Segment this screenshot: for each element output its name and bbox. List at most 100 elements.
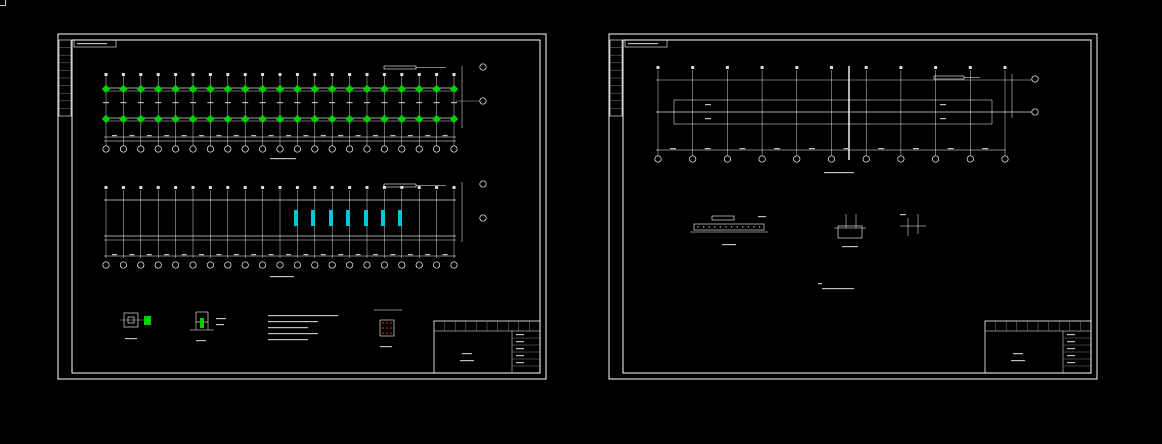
rebar-dot <box>386 322 388 324</box>
annotation-text-stroke <box>843 148 850 150</box>
rebar-dot <box>758 226 761 228</box>
foundation-plan-2 <box>102 180 487 278</box>
grid-axis-bubble <box>827 155 836 163</box>
annotation-text-stroke <box>398 102 405 104</box>
annotation-text-stroke <box>425 135 431 137</box>
rebar-dot <box>382 322 384 324</box>
grid-axis-bubble <box>723 155 731 163</box>
axis-tag <box>691 66 695 69</box>
axis-tag <box>156 186 160 189</box>
annotation-text-stroke <box>442 254 448 256</box>
grid-axis-bubble <box>119 261 127 269</box>
drawing-sheet-2[interactable] <box>608 33 1098 380</box>
axis-tag <box>656 66 660 69</box>
grid-axis-bubble <box>966 155 974 163</box>
column-footing <box>397 114 407 124</box>
rebar-dot <box>697 226 699 228</box>
grid-axis-bubble <box>479 180 487 188</box>
column-footing <box>345 114 354 124</box>
grid-axis-bubble <box>241 145 249 153</box>
axis-tag <box>968 66 972 69</box>
grid-axis-bubble <box>224 261 232 269</box>
grid-axis-bubble <box>119 145 127 153</box>
annotation-text-stroke <box>103 102 109 104</box>
axis-tag <box>261 186 265 189</box>
grid-axis-bubble <box>479 214 487 222</box>
sheet-tag-box <box>73 39 117 48</box>
annotation-text-stroke <box>251 254 257 256</box>
opening-marker <box>381 210 385 226</box>
annotation-text-stroke <box>329 102 336 104</box>
annotation-text-stroke <box>216 135 222 137</box>
column-footing <box>275 114 285 124</box>
axis-tag <box>295 186 299 189</box>
annotation-text-stroke <box>774 148 781 150</box>
axis-tag <box>208 73 212 76</box>
column-footing <box>171 114 180 124</box>
axis-tag <box>417 186 421 189</box>
annotation-text-stroke <box>224 102 231 104</box>
annotation-text-stroke <box>407 135 413 137</box>
grid-axis-bubble <box>206 145 214 153</box>
axis-tag <box>934 66 938 69</box>
column-footing <box>380 114 389 124</box>
annotation-text-stroke <box>1067 355 1075 357</box>
rebar-dot <box>730 226 733 228</box>
annotation-text-stroke <box>112 254 117 256</box>
grid-axis-bubble <box>311 261 319 269</box>
grid-axis-bubble <box>415 145 423 153</box>
plan-title-stroke <box>270 276 294 278</box>
drawing-sheet-1[interactable] <box>57 33 547 380</box>
grid-axis-bubble <box>154 261 162 269</box>
column-footing <box>144 316 151 325</box>
axis-tag <box>313 73 317 76</box>
grid-axis-bubble <box>241 261 249 269</box>
annotation-text-stroke <box>442 135 448 137</box>
grid-axis-bubble <box>363 145 371 153</box>
annotation-text-stroke <box>670 148 676 150</box>
annotation-text-stroke <box>355 254 361 256</box>
opening-marker <box>311 210 315 226</box>
annotation-text-stroke <box>346 102 353 104</box>
axis-tag <box>313 186 317 189</box>
annotation-text-stroke <box>146 254 152 256</box>
column-footing <box>153 114 163 124</box>
annotation-text-stroke <box>155 102 162 104</box>
annotation-text-stroke <box>286 135 291 137</box>
grid-axis-bubble <box>758 155 766 163</box>
annotation-text-stroke <box>451 102 457 104</box>
annotation-text-stroke <box>181 135 187 137</box>
annotation-text-stroke <box>628 43 658 45</box>
annotation-text-stroke <box>112 135 117 137</box>
axis-tag <box>191 73 195 76</box>
axis-tag <box>121 73 125 76</box>
axis-tag <box>400 186 404 189</box>
grid-axis-bubble <box>154 145 162 153</box>
axis-tag <box>452 73 456 76</box>
annotation-text-stroke <box>268 254 274 256</box>
annotation-text-stroke <box>940 104 946 106</box>
grid-axis-bubble <box>479 63 487 71</box>
opening-marker <box>346 210 350 226</box>
grid-axis-bubble <box>137 145 145 153</box>
grid-axis-bubble <box>450 145 458 153</box>
grid-axis-bubble <box>172 145 180 153</box>
column-footing <box>188 84 198 94</box>
column-footing <box>414 84 424 94</box>
roof-plan <box>654 66 1039 174</box>
title-block-name-stroke <box>462 353 472 355</box>
rebar-dot <box>708 226 710 228</box>
annotation-text-stroke <box>181 254 187 256</box>
axis-tag <box>208 186 212 189</box>
column-footing <box>310 84 320 94</box>
annotation-text-stroke <box>207 102 214 104</box>
annotation-text-stroke <box>390 254 396 256</box>
annotation-text-stroke <box>380 346 392 348</box>
annotation-text-stroke <box>77 43 107 45</box>
annotation-text-stroke <box>164 135 170 137</box>
annotation-text-stroke <box>268 339 308 341</box>
axis-tag <box>452 186 456 189</box>
column-footing <box>345 84 354 94</box>
grid-axis-bubble <box>328 145 336 153</box>
